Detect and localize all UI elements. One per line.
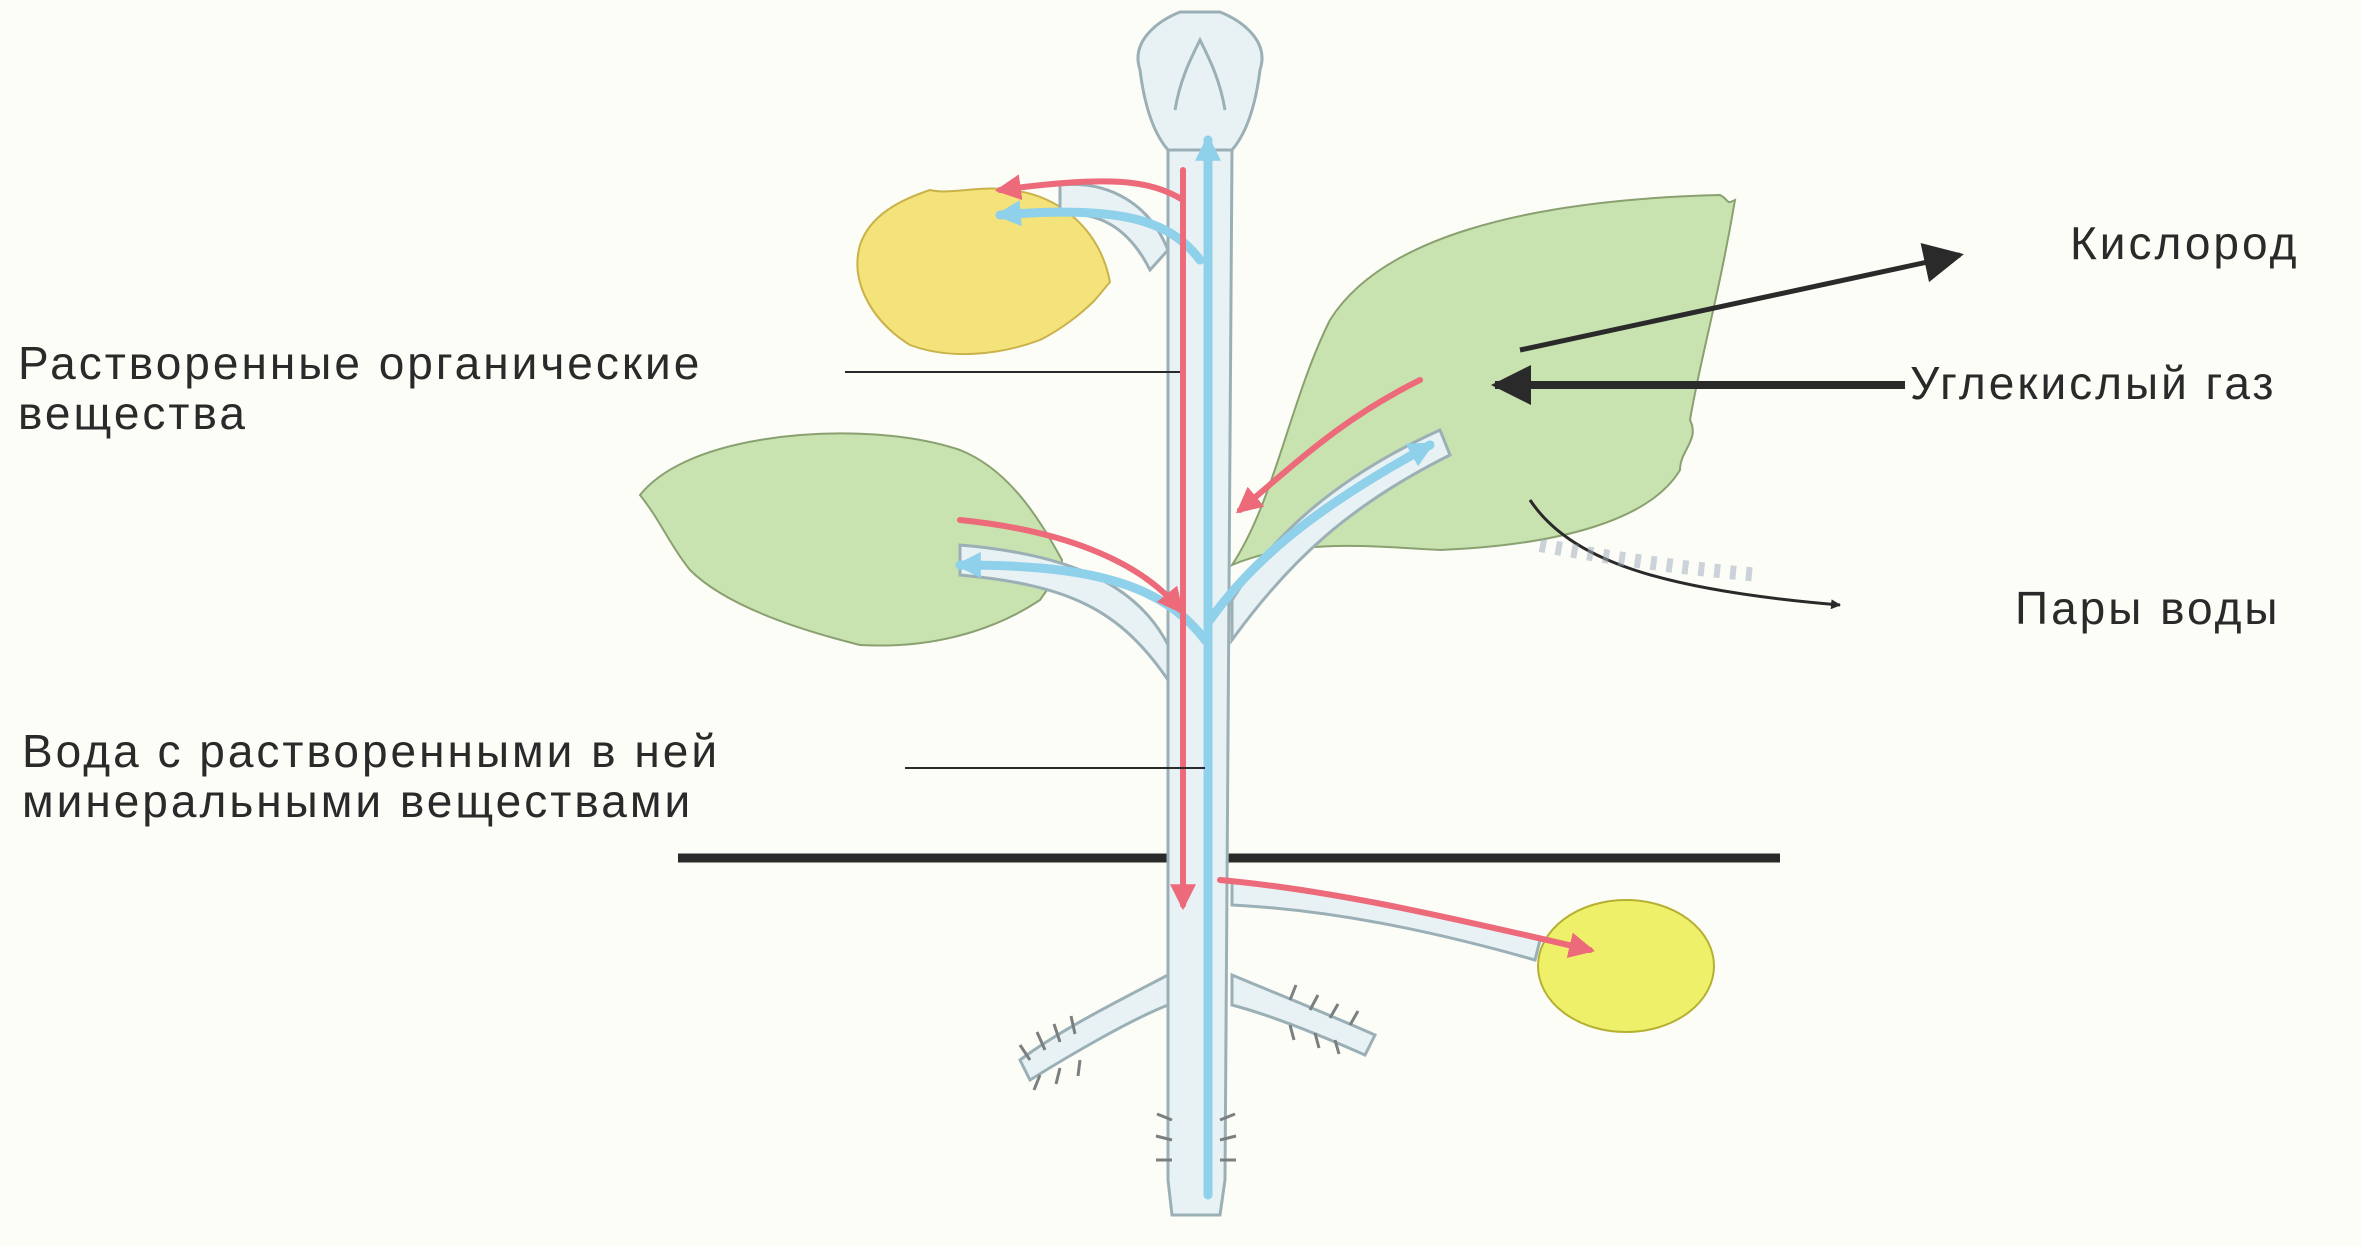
root-tuber xyxy=(1538,900,1714,1032)
root-to-tuber xyxy=(1232,880,1540,960)
left-leaf xyxy=(640,433,1062,645)
vapor-haze xyxy=(1540,545,1760,575)
water-vapor-label: Пары воды xyxy=(2015,580,2280,636)
root-branch-right xyxy=(1232,975,1375,1055)
water-label-line1: Вода с растворенными в ней xyxy=(22,723,720,779)
root-branch-left xyxy=(1020,975,1168,1080)
co2-label: Углекислый газ xyxy=(1910,355,2276,411)
organic-label-line2: вещества xyxy=(18,385,248,441)
right-leaf xyxy=(1232,195,1735,565)
organic-label-line1: Растворенные органические xyxy=(18,335,702,391)
oxygen-label: Кислород xyxy=(2070,215,2299,271)
water-label-line2: минеральными веществами xyxy=(22,773,693,829)
stem xyxy=(1168,150,1232,1215)
apical-bud xyxy=(1138,12,1262,150)
